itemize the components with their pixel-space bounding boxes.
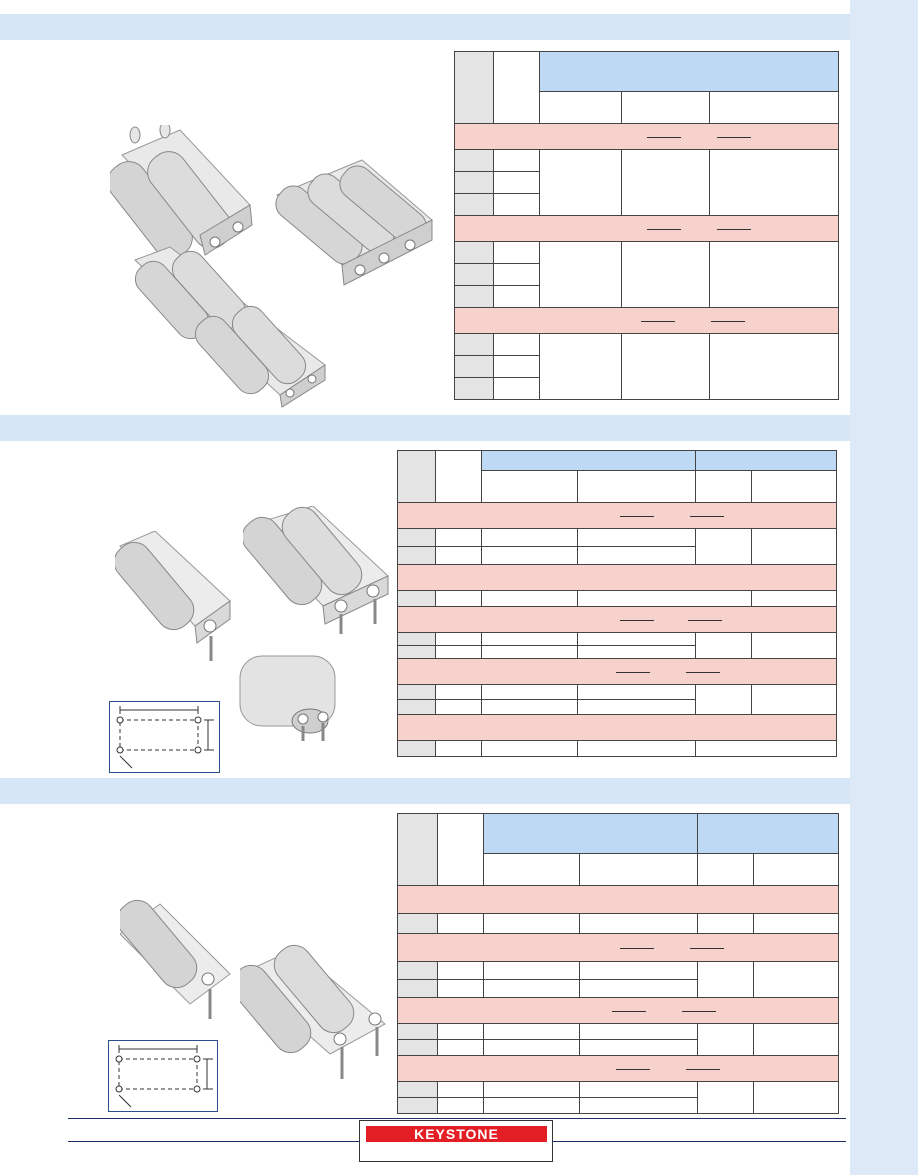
section-3-header-band <box>0 778 850 804</box>
header-cell-dimensions <box>481 450 696 471</box>
right-sidebar-strip <box>850 0 918 1175</box>
group-header-row <box>397 885 839 914</box>
1-cell-snap-holder-illustration <box>120 894 235 1024</box>
group-header-row <box>397 933 839 962</box>
table-row <box>397 528 837 565</box>
section-2-panel <box>0 441 850 778</box>
keystone-logo: KEYSTONE <box>359 1120 553 1162</box>
group-header-row <box>397 1055 839 1082</box>
header-cell-dimensions <box>538 51 840 92</box>
header-cell-type <box>435 450 482 503</box>
header-cell-catalog <box>454 51 494 124</box>
table-row <box>454 377 839 400</box>
group-header-row <box>397 997 839 1024</box>
table-row <box>397 961 839 998</box>
group-header-row <box>453 307 840 334</box>
header-cell <box>539 91 622 124</box>
group-header-row <box>453 123 840 150</box>
footer-left-rule <box>68 1141 360 1142</box>
table-row <box>397 740 837 757</box>
section-1-header-band <box>0 14 850 40</box>
table-row <box>454 285 839 308</box>
table-row <box>397 590 837 607</box>
table-row <box>397 1097 839 1114</box>
header-cell <box>621 91 710 124</box>
table-row <box>397 546 837 565</box>
2-cell-snap-holder-illustration <box>240 944 390 1084</box>
group-header-row <box>397 564 837 591</box>
header-cell-mounting <box>697 813 839 854</box>
group-header-row <box>397 658 837 685</box>
table-row <box>397 684 837 715</box>
header-cell <box>708 91 840 124</box>
section-1-spec-table <box>453 51 840 400</box>
section-2-spec-table <box>397 450 837 757</box>
covered-cell-holder-illustration <box>235 651 345 741</box>
header-cell-catalog <box>397 813 438 886</box>
header-cell-mounting <box>695 450 837 471</box>
header-cell-type <box>437 813 484 886</box>
footer-right-rule <box>552 1141 846 1142</box>
table-row <box>454 355 839 378</box>
table-row <box>397 1081 839 1114</box>
group-header-row <box>397 714 837 741</box>
header-cell-type <box>493 51 540 124</box>
footer-top-rule <box>68 1118 846 1119</box>
header-cell-catalog <box>397 450 436 503</box>
group-header-row <box>397 606 837 633</box>
section-1-panel <box>0 40 850 415</box>
group-header-row <box>397 502 837 529</box>
section-3-spec-table <box>397 813 839 1114</box>
table-row <box>397 979 839 998</box>
pc-mounting-layout-diagram <box>109 701 220 773</box>
1-cell-pc-holder-illustration <box>115 531 235 661</box>
table-row <box>454 149 840 216</box>
table-row <box>454 241 840 308</box>
3-cell-holder-illustration <box>272 155 442 305</box>
table-row <box>454 193 839 216</box>
2-cell-pc-holder-illustration <box>243 506 393 636</box>
section-3-panel <box>0 804 850 1116</box>
section-2-header-band <box>0 415 850 441</box>
pc-mounting-layout-diagram <box>108 1040 218 1112</box>
table-row <box>454 333 840 400</box>
table-row <box>397 1023 839 1056</box>
2-cell-holder-illustration <box>110 125 260 285</box>
table-row <box>397 632 837 659</box>
4-cell-holder-illustration <box>130 245 330 410</box>
header-cell-dimensions <box>483 813 698 854</box>
group-header-row <box>453 215 840 242</box>
keystone-logo-wordmark: KEYSTONE <box>366 1126 547 1142</box>
table-row <box>397 913 839 934</box>
table-row <box>397 1039 839 1056</box>
